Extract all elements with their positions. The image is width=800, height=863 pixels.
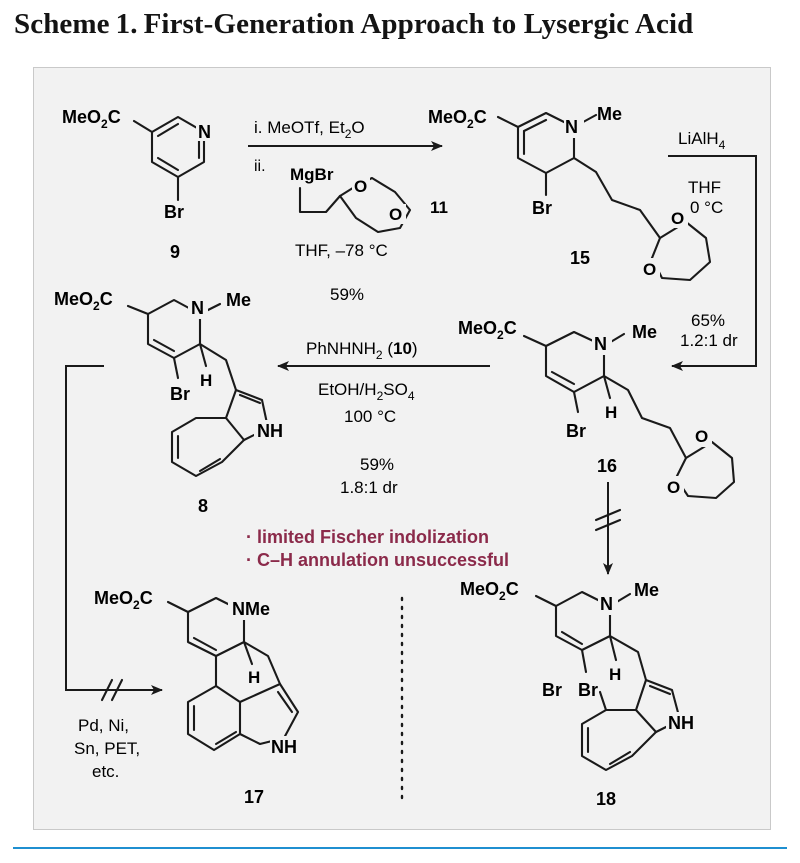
c17-ester: MeO2C [94,588,153,612]
arrow-8-to-17-failed [65,365,163,695]
c8-n: N [191,298,204,318]
arrow-8-to-17-cross-1 [100,678,114,702]
scheme-title-number: 1. [115,8,138,40]
c9-ester: MeO2C [62,107,121,131]
c15-me: Me [597,104,622,124]
c18-h: H [609,665,621,684]
s2-solvent: THF [688,178,721,197]
compound-11: MgBr O O 11 [290,165,448,234]
scheme-title-text: First-Generation Approach to Lysergic Ac… [143,8,694,40]
c16-me: Me [632,322,657,342]
s2-dr: 1.2:1 dr [680,331,738,350]
note-fischer: · limited Fischer indolization [246,527,489,547]
c15-br: Br [532,198,552,218]
c18-br-2: Br [578,680,598,700]
compound-17: NMe H MeO2C NH 17 [94,588,304,807]
c15-o2: O [643,260,656,279]
c11-o1: O [354,177,367,196]
c18-me: Me [634,580,659,600]
c8-br: Br [170,384,190,404]
c18-n: N [600,594,613,614]
compound-18: N Me H MeO2C Br Br NH 18 [460,579,700,809]
c9-br: Br [164,202,184,222]
c9-label: 9 [170,242,180,262]
c8-nh: NH [257,421,283,441]
c11-mgbr: MgBr [290,165,334,184]
c16-h: H [605,403,617,422]
step-2-conditions: LiAlH4 THF 0 °C 65% 1.2:1 dr [678,129,738,350]
c15-n: N [565,117,578,137]
note-annulation: · C–H annulation unsuccessful [246,550,509,570]
s3-temp: 100 °C [344,407,396,426]
scheme-title-prefix: Scheme [14,8,110,40]
s3-reagent: PhNHNH2 (10) [306,339,418,362]
c18-ester: MeO2C [460,579,519,603]
c8-h: H [200,371,212,390]
step-4-conditions: Pd, Ni, Sn, PET, etc. [74,716,140,781]
c18-nh: NH [668,713,694,733]
c9-n: N [198,122,211,142]
c18-br-1: Br [542,680,562,700]
s2-temp: 0 °C [690,198,723,217]
s4-line1: Pd, Ni, [78,716,129,735]
compound-9: N MeO2C Br 9 [62,107,214,262]
c17-h: H [248,668,260,687]
c17-nme: NMe [232,599,270,619]
s1-line1: i. MeOTf, Et2O [254,118,365,141]
bottom-rule [13,847,787,849]
arrow-16-to-18-cross-2 [594,518,622,532]
arrow-15-to-16 [668,155,757,371]
c18-label: 18 [596,789,616,809]
s1-yield: 59% [330,285,364,304]
c15-ester: MeO2C [428,107,487,131]
c8-me: Me [226,290,251,310]
arrow-8-to-17-cross-2 [110,678,124,702]
c16-o2: O [667,478,680,497]
s1-line3: THF, –78 °C [295,241,388,260]
s3-dr: 1.8:1 dr [340,478,398,497]
c8-ester: MeO2C [54,289,113,313]
s1-line2: ii. [254,158,266,175]
c16-label: 16 [597,456,617,476]
c16-ester: MeO2C [458,318,517,342]
scheme-panel [33,67,771,830]
c8-label: 8 [198,496,208,516]
c11-label: 11 [430,198,448,217]
c15-label: 15 [570,248,590,268]
c17-nh: NH [271,737,297,757]
c11-o2: O [389,205,402,224]
c16-o1: O [695,427,708,446]
s4-line2: Sn, PET, [74,739,140,758]
c16-n: N [594,334,607,354]
step-3-conditions: PhNHNH2 (10) EtOH/H2SO4 100 °C 59% 1.8:1… [306,339,418,497]
compound-16: N Me H MeO2C Br O O 16 [458,318,736,500]
s3-yield: 59% [360,455,394,474]
c16-br: Br [566,421,586,441]
c15-o1: O [671,209,684,228]
s2-yield: 65% [691,311,725,330]
arrow-16-to-18-cross-1 [594,508,622,522]
c17-label: 17 [244,787,264,807]
compound-15: N Me MeO2C Br O O 15 [428,104,712,282]
s4-line3: etc. [92,762,119,781]
compound-8: N Me H MeO2C Br NH 8 [54,289,288,516]
s2-reagent: LiAlH4 [678,129,726,152]
step-1-conditions: i. MeOTf, Et2O ii. MgBr O O 11 THF, –78 … [254,118,448,304]
s3-solvent: EtOH/H2SO4 [318,380,415,403]
